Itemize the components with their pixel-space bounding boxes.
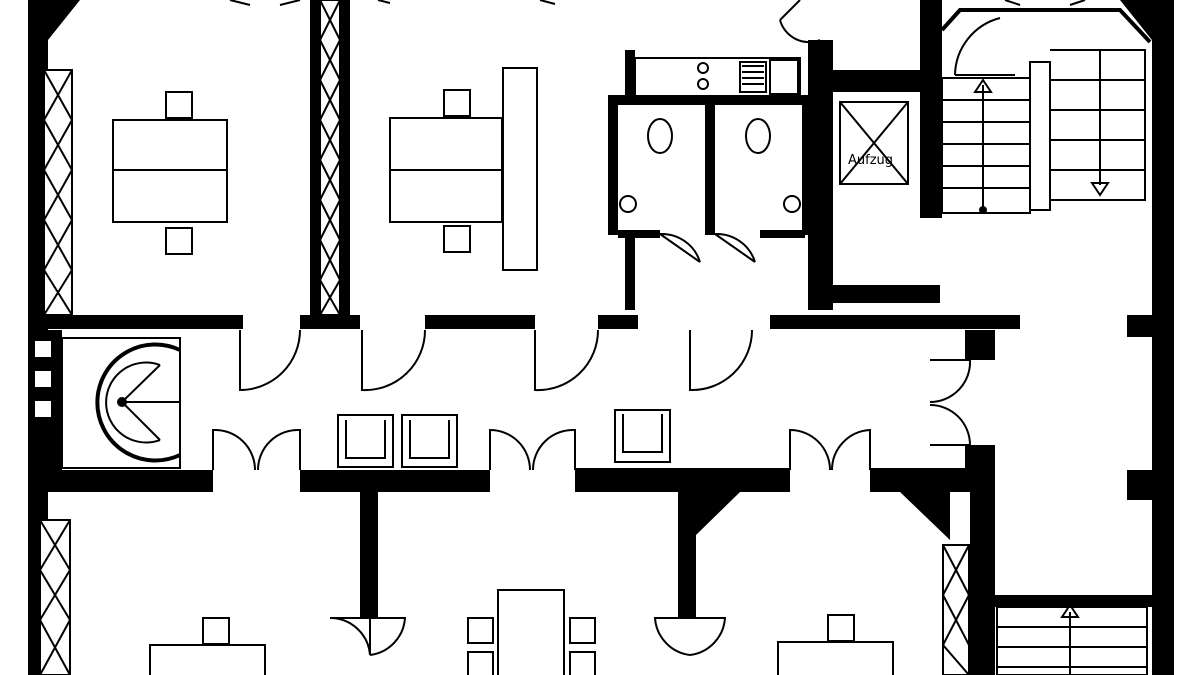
window-strip-right-bottom: [942, 544, 970, 675]
office-top-middle: [389, 67, 538, 271]
top-edge-doors: [229, 0, 1086, 44]
stair-lower-right: [970, 450, 1155, 675]
spiral-staircase: [33, 330, 181, 470]
corridor-door-right: [929, 330, 995, 470]
conference-room: [467, 589, 596, 675]
bottom-room-walls: [360, 492, 950, 617]
corridor-seats: [337, 409, 671, 468]
main-staircase: [940, 8, 1152, 214]
wc-block: [608, 50, 812, 310]
window-strip-left-bottom: [39, 519, 71, 675]
elevator-shaft: Aufzug: [808, 0, 942, 310]
bottom-room-doors: [329, 616, 727, 656]
elevator-label: Aufzug: [848, 153, 893, 168]
corridor-walls: [48, 315, 1167, 500]
office-bottom-left: [149, 617, 266, 675]
partition-column-top: [310, 0, 350, 318]
office-bottom-right: [777, 614, 894, 675]
window-strip-left-top: [43, 69, 73, 316]
corridor-doors-top: [239, 329, 753, 392]
office-top-left: [112, 91, 228, 255]
corridor-doors-bottom: [212, 428, 871, 471]
